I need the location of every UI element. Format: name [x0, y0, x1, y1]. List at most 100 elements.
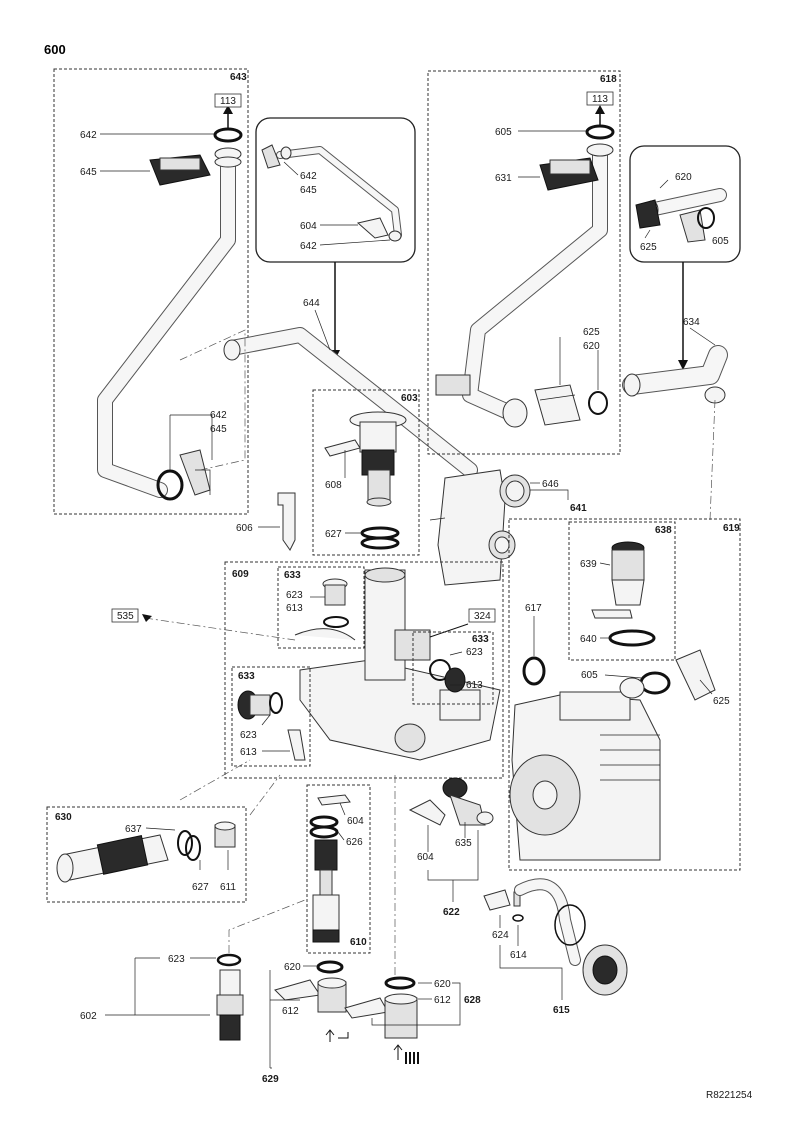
o-ring-605-detail — [697, 207, 715, 229]
group-618-frame — [427, 70, 621, 455]
plate-heat-exchanger-641 — [429, 469, 506, 586]
label-627: 627 — [325, 529, 342, 540]
clip-625-pump — [675, 649, 716, 701]
label-604: 604 — [417, 852, 434, 863]
group-618-label: 618 — [600, 74, 617, 85]
clip-625-detail — [635, 199, 661, 229]
group-609-frame — [224, 561, 504, 779]
o-ring-623-top — [323, 616, 349, 628]
label-645: 645 — [80, 167, 97, 178]
leader — [371, 982, 461, 1026]
o-ring-620-629 — [316, 960, 344, 974]
label-625: 625 — [713, 696, 730, 707]
group-633-label: 633 — [284, 570, 301, 581]
clip-small — [261, 144, 281, 169]
label-604: 604 — [300, 221, 317, 232]
group-633-label: 633 — [238, 671, 255, 682]
label-625: 625 — [640, 242, 657, 253]
flow-symbol-629 — [338, 1032, 349, 1039]
clip-606 — [277, 492, 296, 551]
leader — [499, 945, 563, 1000]
label-612: 612 — [282, 1006, 299, 1017]
ref-113-right: 113 — [592, 94, 608, 105]
group-603-label: 603 — [401, 393, 418, 404]
label-612: 612 — [434, 995, 451, 1006]
ref-535: 535 — [117, 611, 134, 622]
clip-624 — [483, 889, 511, 911]
valve-602 — [216, 953, 244, 1041]
label-620: 620 — [583, 341, 600, 352]
label-624: 624 — [492, 930, 509, 941]
label-625: 625 — [583, 327, 600, 338]
filter-630 — [56, 834, 169, 883]
leader — [170, 414, 213, 460]
clip-608 — [324, 439, 361, 457]
connector-line — [179, 329, 246, 471]
valve-cartridge-603 — [349, 411, 407, 507]
valve-635 — [442, 777, 494, 826]
group-638-frame — [568, 521, 676, 661]
label-613: 613 — [466, 680, 483, 691]
small-pipe-end — [280, 146, 292, 160]
clip-604-small — [356, 217, 389, 239]
leader — [644, 229, 651, 239]
group-643-frame — [53, 68, 249, 515]
group-619-frame — [508, 518, 741, 871]
pipe-618-end — [586, 143, 614, 157]
detail-box-pump-connection — [629, 145, 741, 263]
diagram-title: 600 — [44, 42, 66, 57]
connector-line — [179, 759, 281, 816]
flow-symbol-628 — [405, 1052, 419, 1064]
o-ring-642-lower — [156, 469, 184, 501]
check-valve-top — [322, 578, 348, 606]
connector-line — [144, 617, 296, 641]
pipe-618 — [462, 147, 608, 423]
group-603-frame — [312, 389, 420, 556]
ref-box-113-right — [586, 91, 614, 106]
o-ring-642-top — [213, 127, 243, 143]
label-620: 620 — [284, 962, 301, 973]
group-633-left-frame — [231, 666, 311, 767]
ref-box-113-left — [214, 93, 242, 108]
group-615-label: 615 — [553, 1005, 570, 1016]
leader — [339, 802, 346, 816]
label-617: 617 — [525, 603, 542, 614]
flow-arrow-up-628 — [393, 1044, 403, 1060]
group-630-label: 630 — [55, 812, 72, 823]
leader — [269, 970, 300, 1069]
small-pipe-end-2 — [388, 230, 402, 242]
group-610-label: 610 — [350, 937, 367, 948]
leader — [261, 714, 271, 726]
label-637: 637 — [125, 824, 142, 835]
connector-line — [709, 399, 716, 521]
fitting-628 — [344, 993, 418, 1039]
label-642: 642 — [300, 171, 317, 182]
pipe-618-elbow — [502, 398, 528, 428]
clip-613-top — [294, 628, 356, 641]
label-646: 646 — [542, 479, 559, 490]
ref-box-324 — [468, 608, 496, 623]
ref-324: 324 — [474, 611, 491, 622]
group-622-label: 622 — [443, 907, 460, 918]
seal-inner — [505, 480, 525, 502]
leader — [314, 309, 331, 351]
cartridge-610 — [312, 839, 340, 943]
fitting-629 — [274, 977, 347, 1013]
group-643-label: 643 — [230, 72, 247, 83]
label-605: 605 — [712, 236, 729, 247]
pipe-643 — [97, 152, 236, 498]
label-608: 608 — [325, 480, 342, 491]
label-635: 635 — [455, 838, 472, 849]
group-630-frame — [46, 806, 247, 903]
label-623: 623 — [240, 730, 257, 741]
group-641-label: 641 — [570, 503, 587, 514]
leader — [599, 562, 611, 566]
o-ring-623-left — [269, 692, 283, 714]
group-610-frame — [306, 784, 371, 954]
ref-box-535 — [111, 608, 139, 623]
drain-hose-615 — [514, 878, 628, 996]
label-623: 623 — [168, 954, 185, 965]
label-602: 602 — [80, 1011, 97, 1022]
label-623: 623 — [466, 647, 483, 658]
